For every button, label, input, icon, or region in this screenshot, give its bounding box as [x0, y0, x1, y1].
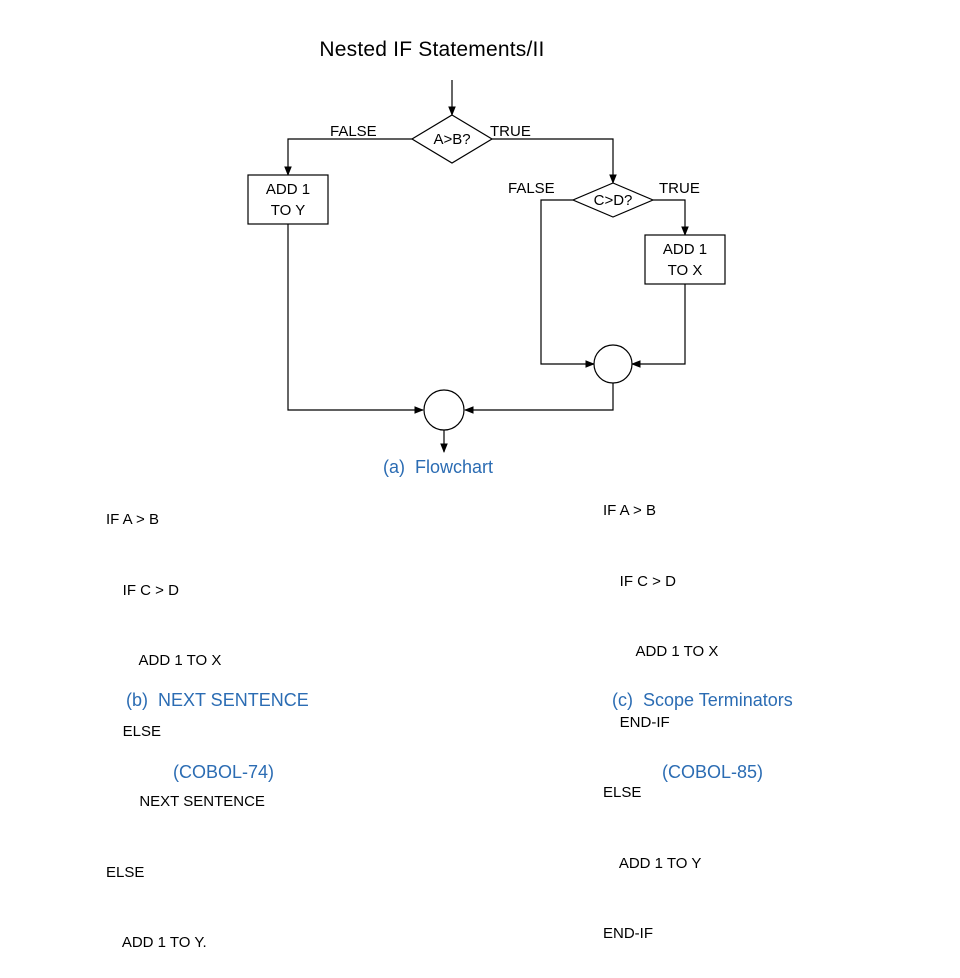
caption-c-line-1: (c) Scope Terminators [612, 690, 793, 710]
caption-b-line-1: (b) NEXT SENTENCE [126, 690, 309, 710]
decision-inner-label: C>D? [594, 192, 633, 209]
inner-true-label: TRUE [659, 180, 700, 197]
box-y-to-join-connector [287, 224, 424, 414]
box-x-line-2: TO X [668, 262, 703, 279]
inner-join-to-outer-join-connector [464, 383, 614, 414]
inner-false-label: FALSE [508, 180, 555, 197]
code-b-line: IF C > D [106, 581, 179, 599]
outer-join-circle [423, 389, 465, 431]
decision-inner-diamond [571, 182, 655, 218]
outer-false-label: FALSE [330, 123, 377, 140]
box-x-line-1: ADD 1 [663, 241, 707, 258]
box-y-line-1: ADD 1 [266, 181, 310, 198]
inner-join-circle [593, 344, 633, 384]
inner-true-connector [653, 199, 689, 236]
box-y-line-2: TO Y [271, 202, 305, 219]
caption-c-line-2: (COBOL-85) [662, 762, 764, 782]
inner-false-connector [540, 199, 595, 368]
slide-title: Nested IF Statements/II [319, 38, 545, 61]
flowchart: A>B? FALSE TRUE ADD 1 TO Y C>D? FALSE TR… [247, 80, 726, 453]
decision-outer-label: A>B? [433, 131, 470, 148]
code-c-line: END-IF [603, 925, 653, 942]
decision-outer-diamond [410, 114, 494, 164]
code-c-line: ADD 1 TO X [603, 643, 719, 660]
outer-true-label: TRUE [490, 123, 531, 140]
code-c-line: IF C > D [603, 572, 676, 590]
caption-flowchart: (a) Flowchart [383, 457, 494, 477]
code-c-line: IF A > B [603, 502, 656, 519]
code-b-line: ADD 1 TO X [106, 652, 222, 669]
caption-scope-terminators: (c) Scope Terminators (COBOL-85) [612, 640, 793, 808]
code-c-line: ADD 1 TO Y [603, 854, 702, 872]
box-x-to-join-connector [631, 284, 686, 368]
outer-true-connector [492, 138, 617, 184]
code-b-line: ADD 1 TO Y. [106, 934, 207, 951]
process-box-add-to-x [644, 234, 726, 285]
code-b-line: IF A > B [106, 511, 159, 528]
caption-next-sentence: (b) NEXT SENTENCE (COBOL-74) [126, 640, 309, 808]
code-b-line: ELSE [106, 863, 145, 881]
outer-false-connector [284, 138, 412, 176]
caption-b-line-2: (COBOL-74) [173, 762, 275, 782]
